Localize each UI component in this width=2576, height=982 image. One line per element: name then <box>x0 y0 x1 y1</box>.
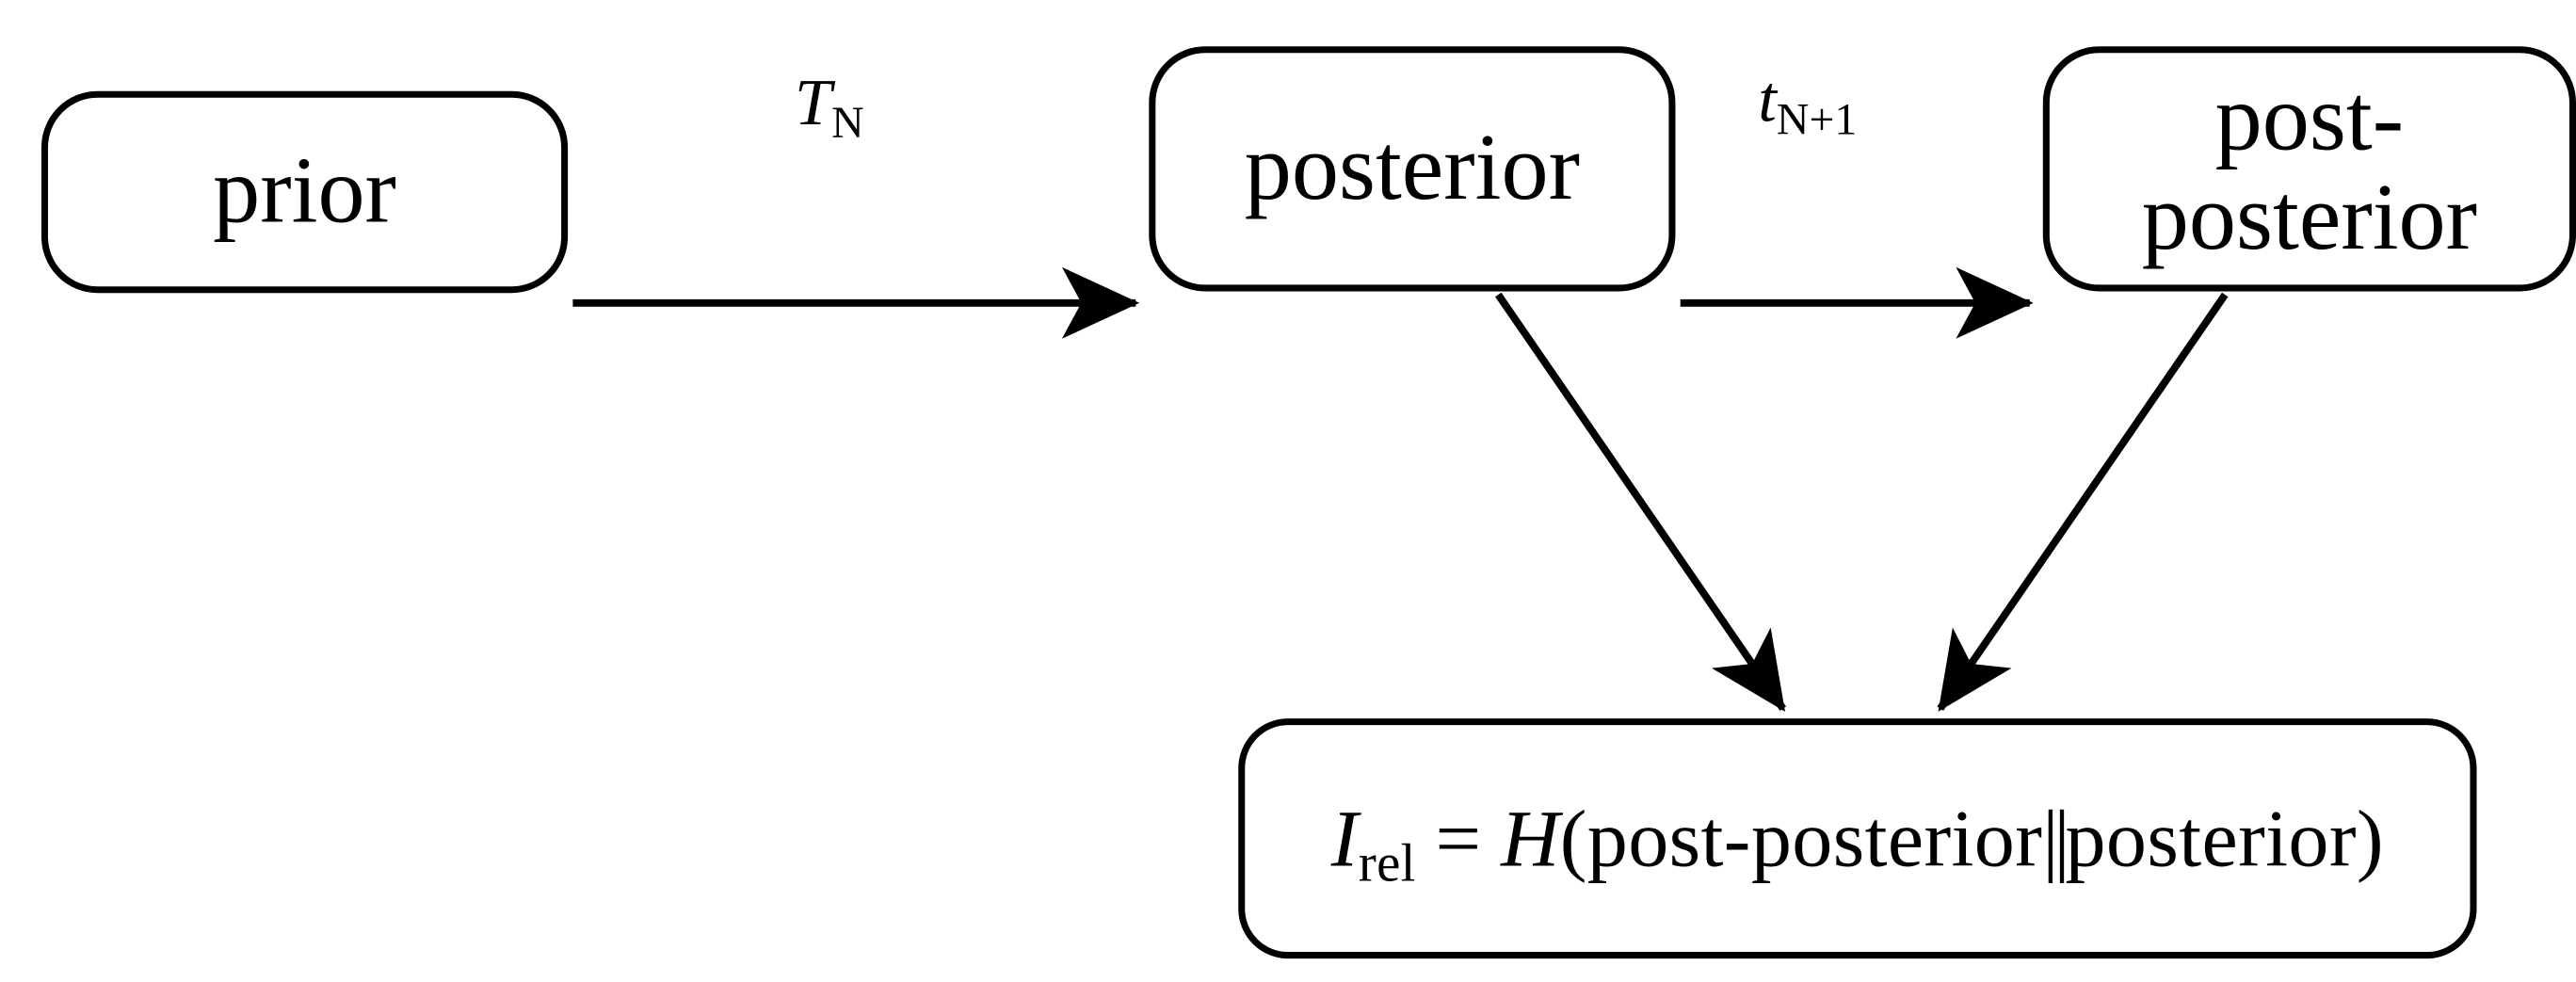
edge-label-subscript-N: N <box>831 98 864 148</box>
formula-equals: = <box>1435 792 1482 884</box>
formula-separator: || <box>2042 792 2069 884</box>
edge-post-posterior-to-formula <box>1937 292 2229 712</box>
edge-label-subscript-N-plus-1: N+1 <box>1776 94 1858 145</box>
node-post-posterior-label-line2: posterior <box>2141 165 2478 270</box>
node-post-posterior-label: post- posterior <box>2141 65 2478 270</box>
node-posterior[interactable]: posterior <box>1149 46 1676 292</box>
formula-close-paren: ) <box>2356 792 2384 884</box>
node-prior-label: prior <box>213 138 396 244</box>
formula-symbol-I: I <box>1330 792 1359 884</box>
formula-function-H: H <box>1501 792 1560 884</box>
node-posterior-label: posterior <box>1244 115 1581 220</box>
formula-argument-2: posterior <box>2065 792 2357 884</box>
edge-posterior-to-formula <box>1495 292 1787 712</box>
node-post-posterior-label-line1: post- <box>2214 65 2405 170</box>
edge-label-symbol-t: t <box>1758 61 1777 137</box>
node-prior[interactable]: prior <box>40 90 569 294</box>
edge-label-posterior-to-post-posterior: tN+1 <box>1758 59 1857 144</box>
edge-label-symbol-T: T <box>795 64 832 139</box>
formula-argument-1: post-posterior <box>1586 792 2043 884</box>
node-post-posterior[interactable]: post- posterior <box>2042 46 2576 292</box>
formula-subscript-rel: rel <box>1358 831 1416 893</box>
formula-open-paren: ( <box>1559 792 1587 884</box>
edge-label-prior-to-posterior: TN <box>795 63 864 148</box>
